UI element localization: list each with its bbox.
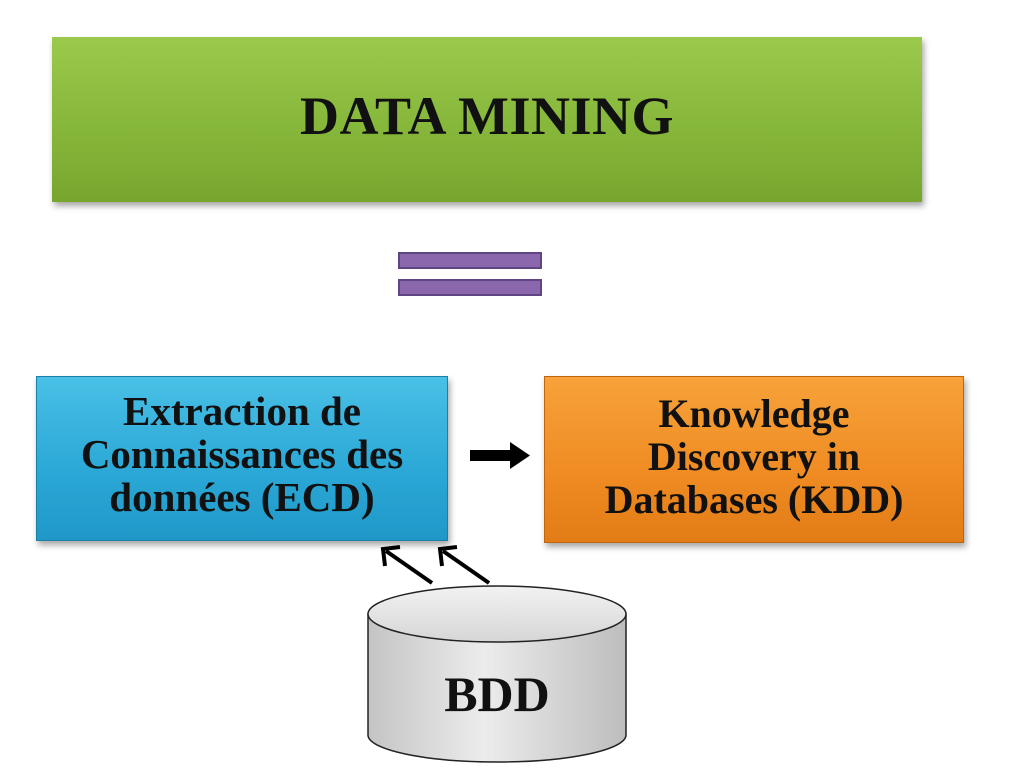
ecd-box: Extraction de Connaissances des données … <box>36 376 448 541</box>
title-box: DATA MINING <box>52 37 922 202</box>
cylinder-icon <box>367 585 627 763</box>
kdd-box: Knowledge Discovery in Databases (KDD) <box>544 376 964 543</box>
bdd-label: BDD <box>444 666 550 722</box>
diagonal-arrow-icon <box>380 545 434 585</box>
diagonal-arrow-icon <box>437 545 491 585</box>
ecd-line-3: données (ECD) <box>109 474 375 520</box>
equals-top-bar <box>398 252 542 269</box>
equals-bottom-bar <box>398 279 542 296</box>
ecd-line-1: Extraction de <box>123 388 361 434</box>
title-text: DATA MINING <box>299 85 674 146</box>
kdd-line-2: Discovery in <box>647 434 861 479</box>
ecd-text: Extraction de Connaissances des données … <box>81 390 403 519</box>
right-arrow-icon <box>470 442 530 469</box>
equals-icon <box>398 252 546 300</box>
kdd-line-1: Knowledge <box>658 391 850 436</box>
ecd-line-2: Connaissances des <box>80 431 404 477</box>
kdd-text: Knowledge Discovery in Databases (KDD) <box>605 392 904 521</box>
kdd-line-3: Databases (KDD) <box>604 477 904 522</box>
